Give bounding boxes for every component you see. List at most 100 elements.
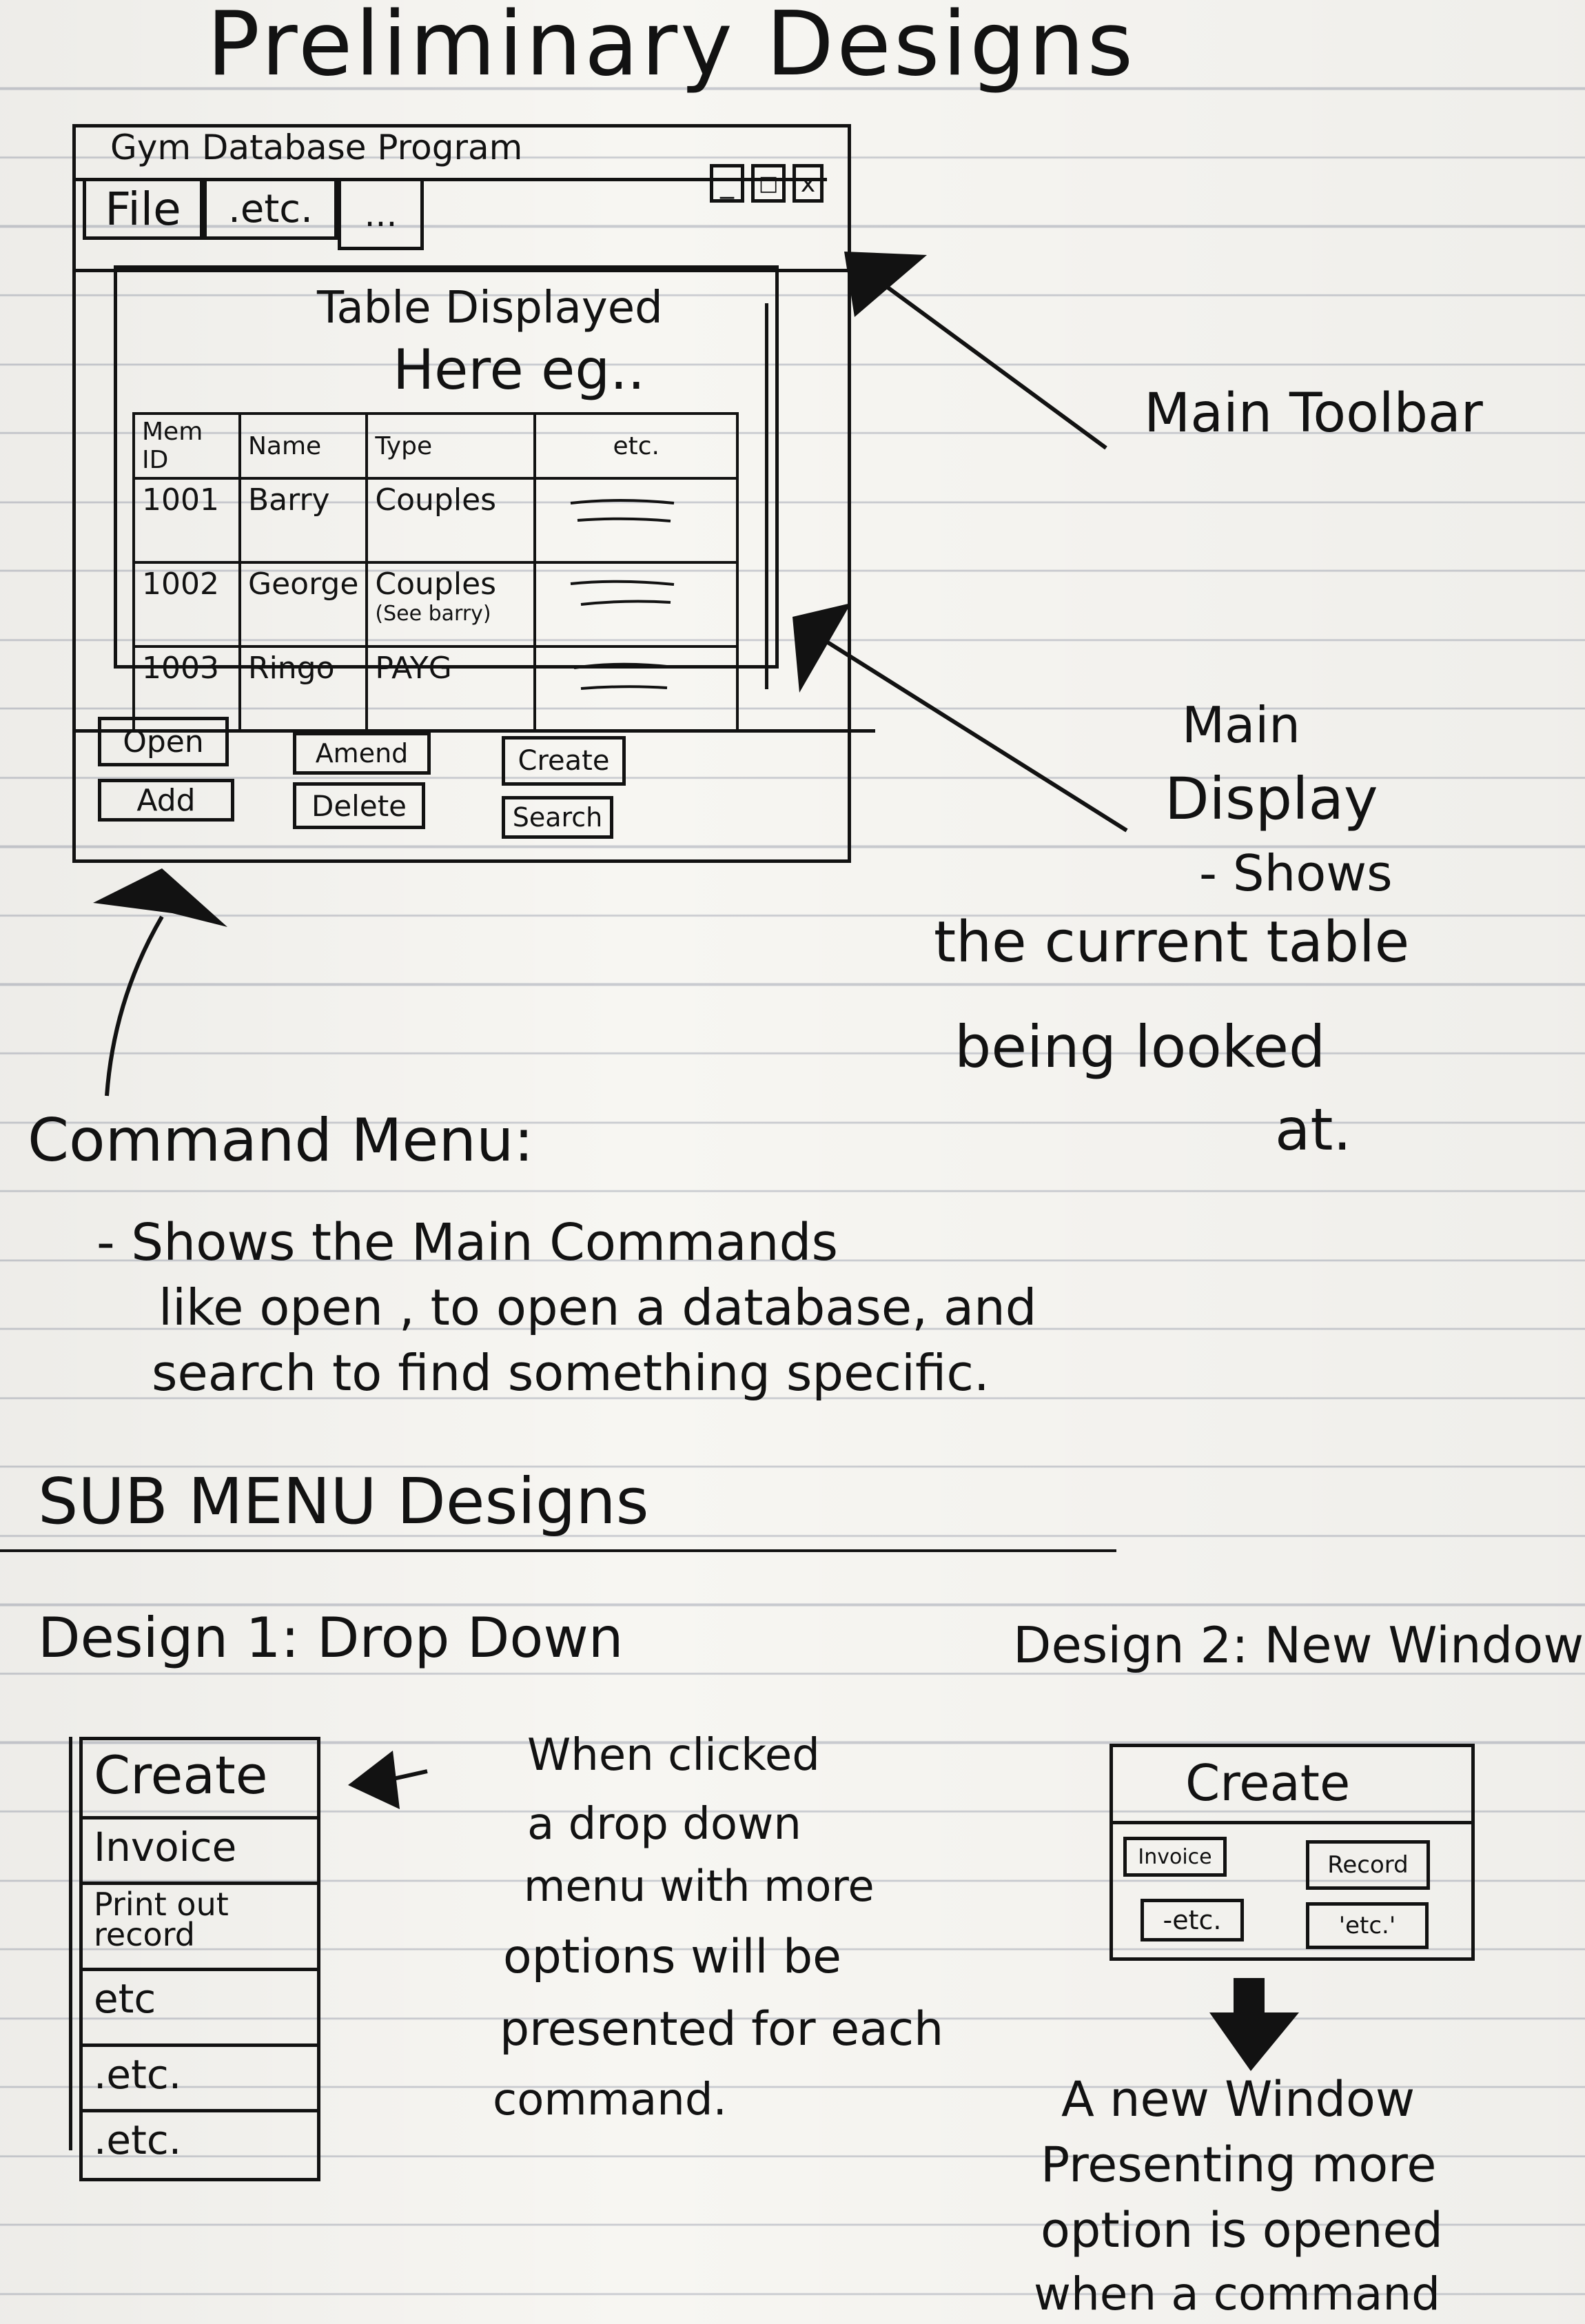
design1-desc-line4: options will be xyxy=(503,1930,841,1984)
table-row[interactable]: 1003 Ringo PAYG xyxy=(132,645,739,732)
display-caption-line1: Table Displayed xyxy=(317,283,663,334)
dropdown-item-etc-3[interactable]: .etc. xyxy=(94,2117,182,2163)
create-window-title-divider xyxy=(1113,1821,1471,1824)
col-type: Type xyxy=(365,412,537,480)
sub-menu-heading: SUB MENU Designs xyxy=(38,1465,649,1538)
etc-button-2-label: 'etc.' xyxy=(1338,1912,1396,1939)
table-row[interactable]: 1002 George Couples(See barry) xyxy=(132,561,739,648)
dropdown-item-print-record[interactable]: Print out record xyxy=(83,1885,317,1971)
scribble-lines xyxy=(574,662,675,690)
display-scroll-edge xyxy=(765,303,768,689)
window-title: Gym Database Program xyxy=(110,128,523,167)
dropdown-header-create[interactable]: Create xyxy=(83,1740,317,1820)
cell-type-value: Couples xyxy=(375,482,497,518)
cell-name: Barry xyxy=(238,477,369,564)
menu-etc[interactable]: .etc. xyxy=(203,178,338,240)
etc-button-1[interactable]: -etc. xyxy=(1141,1899,1244,1941)
scribble-lines xyxy=(571,499,675,522)
menu-etc-label: .etc. xyxy=(228,186,313,232)
design1-desc-line6: command. xyxy=(493,2075,727,2126)
design1-desc-line2: a drop down xyxy=(527,1799,801,1850)
delete-button[interactable]: Delete xyxy=(293,782,425,829)
menu-more[interactable]: ... xyxy=(338,178,424,250)
invoice-button[interactable]: Invoice xyxy=(1123,1837,1227,1877)
page-title: Preliminary Designs xyxy=(207,0,1136,96)
annotation-command-menu-line3: search to find something specific. xyxy=(152,1344,990,1402)
cell-type: PAYG xyxy=(365,645,537,732)
etc-button-2[interactable]: 'etc.' xyxy=(1306,1902,1429,1949)
annotation-command-menu-title: Command Menu: xyxy=(28,1106,534,1175)
members-table: Mem ID Name Type etc. 1001 Barry Couples… xyxy=(132,412,739,732)
col-member-id: Mem ID xyxy=(132,412,241,480)
sub-menu-heading-underline xyxy=(0,1549,1116,1552)
dropdown-item-etc-1[interactable]: etc xyxy=(83,1971,317,2047)
dropdown-arrow-icon xyxy=(348,1751,428,1809)
minimize-icon[interactable]: _ xyxy=(710,164,744,203)
title-bar-divider xyxy=(76,178,827,181)
open-button-label: Open xyxy=(123,724,204,760)
record-button[interactable]: Record xyxy=(1306,1840,1430,1890)
minimize-glyph: _ xyxy=(720,167,734,199)
table-row[interactable]: 1001 Barry Couples xyxy=(132,477,739,564)
design1-title: Design 1: Drop Down xyxy=(38,1606,624,1670)
annotation-command-menu-line2: like open , to open a database, and xyxy=(158,1278,1037,1336)
annotation-command-menu-line1: - Shows the Main Commands xyxy=(96,1213,838,1272)
toolbar-divider xyxy=(76,269,848,272)
cell-id: 1001 xyxy=(132,477,241,564)
create-window-title: Create xyxy=(1185,1754,1351,1812)
annotation-display-line2: Display xyxy=(1165,765,1378,833)
menu-file[interactable]: File xyxy=(83,178,203,240)
design1-desc-line1: When clicked xyxy=(527,1730,820,1781)
delete-button-label: Delete xyxy=(311,788,407,823)
open-button[interactable]: Open xyxy=(98,717,229,766)
cell-type: Couples xyxy=(365,477,537,564)
dropdown-left-edge xyxy=(69,1737,72,2150)
display-caption-line2: Here eg.. xyxy=(393,338,646,402)
table-header-row: Mem ID Name Type etc. xyxy=(132,412,739,480)
toolbar-arrow-icon xyxy=(844,252,1107,450)
annotation-display-line6: at. xyxy=(1275,1096,1352,1163)
maximize-glyph: □ xyxy=(758,171,779,196)
amend-button[interactable]: Amend xyxy=(293,732,431,775)
add-button-label: Add xyxy=(136,782,196,818)
annotation-display-line1: Main xyxy=(1182,696,1300,754)
menu-more-label: ... xyxy=(364,194,398,234)
cell-type-value: Couples xyxy=(375,567,497,602)
annotation-display-line5: being looked xyxy=(954,1013,1326,1081)
cell-type-note: (See barry) xyxy=(375,602,491,626)
col-etc: etc. xyxy=(533,412,739,480)
invoice-button-label: Invoice xyxy=(1138,1844,1212,1869)
dropdown-menu: Create Invoice Print out record etc .etc… xyxy=(79,1737,320,2181)
create-button-label: Create xyxy=(518,745,610,777)
maximize-icon[interactable]: □ xyxy=(751,164,786,203)
add-button[interactable]: Add xyxy=(98,779,234,822)
search-button[interactable]: Search xyxy=(502,796,613,839)
cell-etc xyxy=(533,561,739,648)
amend-button-label: Amend xyxy=(315,738,409,768)
dropdown-item-etc-2[interactable]: .etc. xyxy=(83,2047,317,2112)
create-button[interactable]: Create xyxy=(502,736,626,786)
command-menu-arrow-icon xyxy=(93,868,227,1097)
design1-desc-line5: presented for each xyxy=(500,2002,944,2057)
command-area-divider xyxy=(76,729,875,733)
menu-file-label: File xyxy=(105,182,181,236)
design2-desc-line4: when a command xyxy=(1034,2267,1441,2321)
design2-desc-line2: Presenting more xyxy=(1041,2137,1437,2193)
record-button-label: Record xyxy=(1327,1851,1409,1879)
display-arrow-icon xyxy=(792,603,1128,833)
col-name: Name xyxy=(238,412,369,480)
annotation-display-line4: the current table xyxy=(934,910,1410,975)
design2-desc-line1: A new Window xyxy=(1061,2071,1415,2128)
scribble-lines xyxy=(571,580,675,606)
annotation-display-line3: - Shows xyxy=(1199,844,1393,902)
dropdown-item-invoice[interactable]: Invoice xyxy=(83,1820,317,1885)
etc-button-1-label: -etc. xyxy=(1163,1905,1222,1935)
cell-name: George xyxy=(238,561,369,648)
cell-type: Couples(See barry) xyxy=(365,561,537,648)
cell-etc xyxy=(533,477,739,564)
design2-title: Design 2: New Window xyxy=(1013,1616,1584,1674)
design2-desc-line3: option is opened xyxy=(1041,2202,1443,2259)
annotation-main-toolbar: Main Toolbar xyxy=(1144,383,1483,445)
close-icon[interactable]: x xyxy=(792,164,824,203)
